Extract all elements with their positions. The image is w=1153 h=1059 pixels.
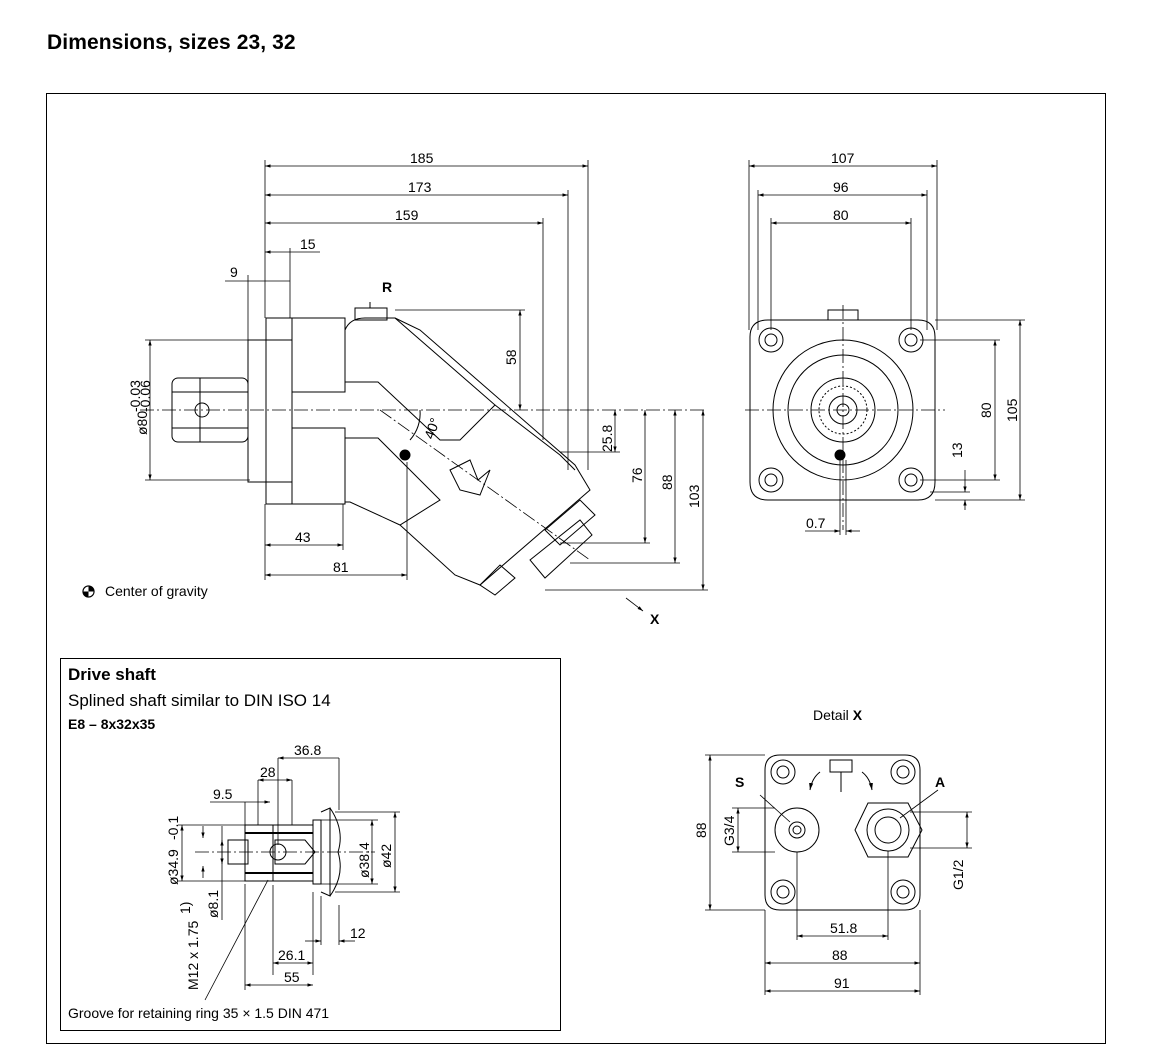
dim-105: 105 [1004, 398, 1020, 422]
dim-91: 91 [834, 975, 850, 991]
page-title: Dimensions, sizes 23, 32 [47, 31, 296, 54]
dim-9-5: 9.5 [213, 786, 233, 802]
drive-shaft-panel [60, 658, 561, 1031]
side-view-labels: 185 173 159 15 9 R 58 25.8 76 88 103 43 … [127, 150, 702, 627]
front-view [745, 305, 945, 530]
drive-shaft-labels: 36.8 28 9.5 ø34.9 -0.1 ø8.1 M12 x 1.75 1… [165, 742, 394, 990]
detail-x-labels: S A 88 G3/4 G1/2 51.8 88 91 [693, 774, 966, 991]
dim-15: 15 [300, 236, 316, 252]
dim-m12: M12 x 1.75 [185, 921, 201, 990]
label-s: S [735, 774, 744, 790]
drawing-frame [46, 93, 1106, 1044]
side-view-dimensions [145, 160, 708, 612]
dim-dia-42: ø42 [378, 844, 394, 868]
groove-note: Groove for retaining ring 35 × 1.5 DIN 4… [68, 1005, 330, 1021]
dim-13: 13 [949, 442, 965, 458]
dim-angle-40: 40° [421, 416, 443, 441]
detail-x-title: Detail X [813, 707, 862, 723]
dim-173: 173 [408, 179, 432, 195]
label-r: R [382, 279, 392, 295]
dim-g1-2: G1/2 [950, 859, 966, 890]
detail-x-dimensions [705, 754, 972, 995]
dim-g3-4: G3/4 [721, 815, 737, 846]
dim-185: 185 [410, 150, 434, 166]
dim-88-width: 88 [832, 947, 848, 963]
dim-103: 103 [686, 484, 702, 508]
drive-shaft-code: E8 – 8x32x35 [68, 716, 156, 732]
dim-12: 12 [350, 925, 366, 941]
center-of-gravity-icon [82, 584, 95, 598]
dim-26-1: 26.1 [278, 947, 305, 963]
drive-shaft-dimensions [178, 756, 400, 1001]
dim-0-7: 0.7 [806, 515, 826, 531]
dim-107: 107 [831, 150, 855, 166]
dim-28: 28 [260, 764, 276, 780]
dim-9: 9 [230, 264, 238, 280]
dim-81: 81 [333, 559, 349, 575]
dim-51-8: 51.8 [830, 920, 857, 936]
dim-55: 55 [284, 969, 300, 985]
label-x: X [650, 611, 660, 627]
front-view-labels: 107 96 80 80 105 13 0.7 [806, 150, 1020, 531]
dim-96: 96 [833, 179, 849, 195]
tol-lower: -0.06 [137, 380, 153, 412]
dim-88-height: 88 [693, 822, 709, 838]
cog-legend: Center of gravity [82, 583, 208, 599]
dim-80-width: 80 [833, 207, 849, 223]
dim-dia-80: ø80 [134, 411, 150, 435]
dim-43: 43 [295, 529, 311, 545]
dim-dia-38-4: ø38.4 [356, 842, 372, 878]
dim-25-8: 25.8 [599, 425, 615, 452]
front-view-dimensions [748, 160, 1025, 535]
dim-dia-8-1: ø8.1 [205, 890, 221, 918]
dim-36-8: 36.8 [294, 742, 321, 758]
detail-x-drawing [764, 754, 923, 911]
dim-159: 159 [395, 207, 419, 223]
dim-80-height: 80 [978, 402, 994, 418]
dim-58: 58 [503, 349, 519, 365]
label-a: A [935, 774, 945, 790]
dim-88: 88 [659, 474, 675, 490]
drive-shaft-title: Drive shaft [68, 665, 156, 684]
dim-76: 76 [629, 467, 645, 483]
drive-shaft-subtitle: Splined shaft similar to DIN ISO 14 [68, 691, 331, 710]
detail-x-title-prefix: Detail [813, 707, 849, 723]
cog-legend-label: Center of gravity [105, 583, 208, 599]
drive-shaft-drawing [195, 807, 375, 897]
detail-x-title-letter: X [852, 707, 863, 723]
dim-dia-34-9: ø34.9 [165, 849, 181, 885]
tol-upper: -0.03 [127, 380, 143, 412]
dim-m12-note: 1) [177, 902, 193, 914]
tol-34-9: -0.1 [165, 816, 181, 840]
side-view [140, 302, 705, 596]
